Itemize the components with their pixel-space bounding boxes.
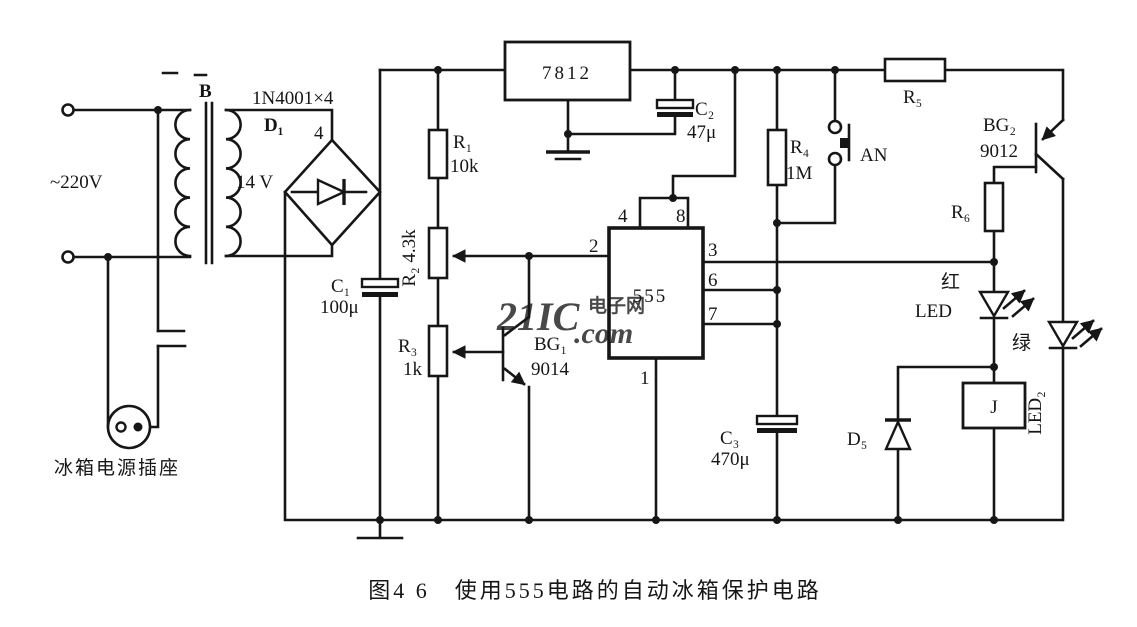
light-ray-icon	[1011, 297, 1035, 318]
circuit-wiring	[72, 68, 1065, 522]
potentiometer-r2	[427, 226, 611, 280]
r4-name-label: R₄	[790, 137, 809, 158]
light-ray-icon	[1071, 319, 1095, 340]
bridge-name-label: D₁	[264, 115, 283, 136]
socket-pin-hole	[133, 422, 143, 432]
c2-name-label: C₂	[695, 99, 714, 120]
labels: ~220V B 14 V 1N4001×4 D₁ 4 C₁ 100μ R₁ 10…	[50, 63, 1046, 479]
pin-6-label: 6	[708, 270, 718, 291]
timer-label: 555	[633, 286, 668, 307]
pushbutton-an[interactable]	[827, 119, 851, 167]
pin-1-label: 1	[640, 368, 650, 389]
transformer-core	[204, 101, 214, 265]
c1-value-label: 100μ	[320, 297, 359, 318]
r4-value-label: 1M	[786, 163, 813, 184]
diode-d5	[884, 418, 912, 451]
watermark-tld: .com	[574, 317, 633, 350]
pin-2-label: 2	[589, 236, 599, 257]
secondary-voltage-label: 14 V	[236, 172, 273, 193]
transformer	[174, 101, 334, 265]
transistor-bg2	[1034, 118, 1065, 181]
bg1-value-label: 9014	[531, 359, 570, 380]
c3-value-label: 470μ	[711, 449, 750, 470]
r5-name-label: R₅	[903, 87, 922, 108]
regulator-7812	[503, 40, 632, 102]
an-button-knob[interactable]	[840, 138, 850, 148]
pin-3-label: 3	[708, 240, 718, 261]
led-green	[1046, 319, 1103, 350]
fridge-socket	[106, 404, 152, 450]
timer-pin-numbers: 4 8 2 3 6 7 1	[589, 206, 718, 389]
c2-value-label: 47μ	[687, 122, 716, 143]
transformer-label: B	[199, 81, 212, 102]
led-red	[977, 289, 1035, 320]
primary-winding	[174, 108, 192, 258]
socket-label: 冰箱电源插座	[54, 457, 180, 479]
junction-dots	[104, 66, 998, 524]
bg2-value-label: 9012	[980, 141, 1018, 162]
ac-input-terminals	[61, 103, 75, 264]
led-green-name-label: LED₂	[1025, 391, 1046, 435]
resistor-r5	[883, 57, 947, 83]
capacitor-c1	[360, 277, 400, 297]
timer-555	[607, 226, 705, 360]
r3-name-label: R₃	[398, 336, 417, 357]
potentiometer-r3	[427, 324, 505, 378]
r6-name-label: R₆	[951, 202, 970, 223]
relay-label: J	[990, 397, 997, 418]
ac-terminal-top	[61, 103, 75, 117]
r1-name-label: R₁	[453, 132, 472, 153]
bridge-rectifier	[283, 138, 382, 247]
bridge-count-label: 4	[314, 123, 324, 144]
bridge-part-label: 1N4001×4	[252, 88, 334, 109]
capacitor-c2	[655, 98, 695, 117]
ground-symbol-7812	[546, 150, 590, 161]
light-ray-icon	[1002, 289, 1026, 310]
led-green-color-label: 绿	[1012, 332, 1033, 354]
pin-4-label: 4	[618, 206, 628, 227]
led-red-color-label: 红	[941, 271, 962, 293]
watermark-brand: 21IC	[496, 294, 581, 339]
relay-j	[961, 381, 1027, 430]
resistor-r4	[766, 128, 788, 187]
bg2-name-label: BG₂	[983, 115, 1016, 136]
c1-name-label: C₁	[331, 276, 350, 297]
light-ray-icon	[1079, 327, 1103, 348]
r2-label: R₂ 4.3k	[399, 229, 420, 287]
d5-name-label: D₅	[847, 429, 867, 450]
bg2-emitter-arrow	[1041, 118, 1065, 141]
resistor-r1	[427, 128, 449, 180]
capacitor-c3	[755, 414, 799, 433]
regulator-label: 7812	[542, 63, 592, 84]
pin-8-label: 8	[676, 206, 686, 227]
r3-value-label: 1k	[403, 359, 423, 380]
button-label: AN	[860, 145, 888, 166]
figure-caption: 图4 6 使用555电路的自动冰箱保护电路	[368, 578, 822, 603]
c3-name-label: C₃	[720, 428, 739, 449]
watermark: 21IC 电子网 .com	[496, 294, 645, 350]
ac-voltage-label: ~220V	[50, 172, 103, 193]
socket-pin-hole	[115, 421, 127, 433]
r1-value-label: 10k	[450, 156, 479, 177]
watermark-site: 电子网	[588, 294, 645, 317]
bg1-emitter-arrow	[503, 367, 526, 386]
resistor-r6	[983, 181, 1005, 233]
secondary-winding	[224, 108, 242, 258]
transistor-bg1	[501, 254, 531, 522]
bridge-diode-icon	[316, 178, 347, 206]
bg1-name-label: BG₁	[534, 334, 567, 355]
pin-7-label: 7	[708, 304, 718, 325]
ac-terminal-bottom	[61, 250, 75, 264]
led-red-name-label: LED	[915, 301, 952, 322]
